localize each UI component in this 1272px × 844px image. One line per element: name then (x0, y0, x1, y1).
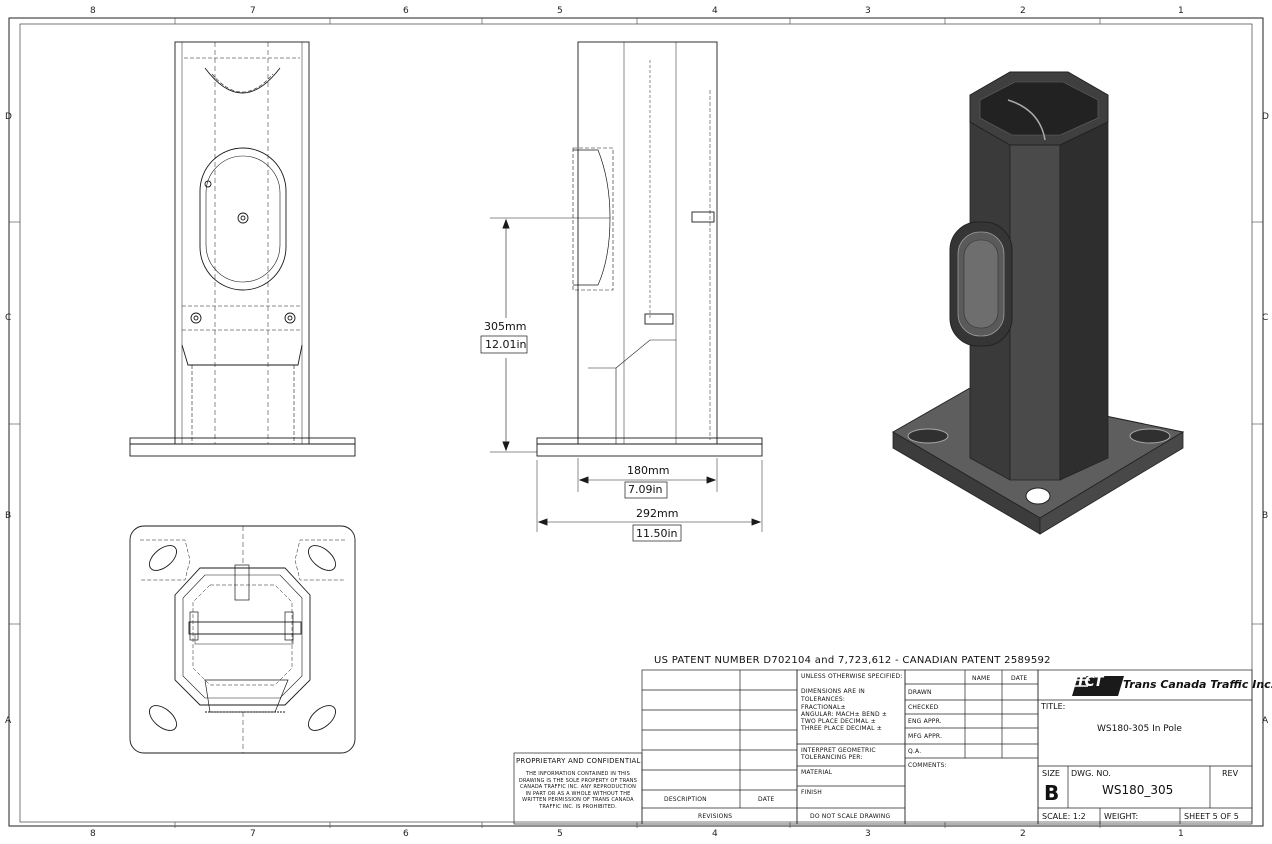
sheet-size: B (1044, 781, 1060, 805)
scale-value: SCALE: 1:2 (1042, 812, 1086, 821)
patent-line: US PATENT NUMBER D702104 and 7,723,612 -… (654, 655, 1051, 666)
company-logo-text: TCT (1076, 674, 1103, 690)
drawing-title: WS180-305 In Pole (1097, 724, 1182, 734)
zone-row-right-b: B (1262, 511, 1269, 521)
top-view (129, 525, 356, 754)
spec-two-place: TWO PLACE DECIMAL ± (801, 718, 876, 725)
zone-row-right-d: D (1262, 112, 1269, 122)
zone-col-bottom-1: 1 (1178, 829, 1184, 839)
rev-label: REV (1222, 769, 1239, 778)
size-label: SIZE (1042, 769, 1060, 778)
spec-angular: ANGULAR: MACH± BEND ± (801, 711, 888, 718)
spec-tolerances: TOLERANCES: (801, 696, 846, 703)
spec-fractional: FRACTIONAL± (801, 704, 846, 711)
approval-drawn: DRAWN (908, 689, 932, 696)
zone-col-top-7: 7 (250, 6, 256, 16)
zone-col-top-2: 2 (1020, 6, 1026, 16)
zone-col-top-6: 6 (403, 6, 409, 16)
spec-unless: UNLESS OTHERWISE SPECIFIED: (801, 673, 903, 680)
zone-ticks (9, 18, 1263, 828)
dim-base-mm: 292mm (636, 507, 679, 520)
zone-col-bottom-6: 6 (403, 829, 409, 839)
proprietary-body: THE INFORMATION CONTAINED IN THIS DRAWIN… (518, 771, 638, 810)
zone-col-top-4: 4 (712, 6, 718, 16)
approval-mfg: MFG APPR. (908, 733, 943, 740)
title-block-grid (513, 669, 1253, 825)
spec-three-place: THREE PLACE DECIMAL ± (801, 725, 882, 732)
dim-base-in: 11.50in (636, 527, 678, 540)
zone-col-bottom-2: 2 (1020, 829, 1026, 839)
side-view (480, 41, 763, 542)
approval-qa: Q.A. (908, 748, 922, 755)
isometric-view (892, 71, 1185, 535)
spec-dimensions: DIMENSIONS ARE IN (801, 688, 865, 695)
approval-eng: ENG APPR. (908, 718, 942, 725)
spec-finish: FINISH (801, 789, 822, 796)
zone-row-right-a: A (1262, 716, 1269, 726)
zone-col-bottom-7: 7 (250, 829, 256, 839)
zone-row-right-c: C (1262, 313, 1269, 323)
zone-row-left-b: B (5, 511, 12, 521)
zone-col-bottom-8: 8 (90, 829, 96, 839)
proprietary-heading: PROPRIETARY AND CONFIDENTIAL (516, 757, 641, 765)
spec-material: MATERIAL (801, 769, 833, 776)
company-logo-shape (1066, 676, 1124, 696)
zone-col-top-5: 5 (557, 6, 563, 16)
zone-col-bottom-3: 3 (865, 829, 871, 839)
spec-tolerancing: TOLERANCING PER: (801, 754, 863, 761)
zone-col-top-1: 1 (1178, 6, 1184, 16)
dim-width-mm: 180mm (627, 464, 670, 477)
sheet-number: SHEET 5 OF 5 (1184, 812, 1239, 821)
revision-date-label: DATE (758, 796, 775, 803)
zone-col-top-3: 3 (865, 6, 871, 16)
dim-width-in: 7.09in (628, 483, 663, 496)
revision-description-label: DESCRIPTION (664, 796, 707, 803)
spec-no-scale: DO NOT SCALE DRAWING (810, 813, 891, 820)
front-view (129, 41, 356, 457)
weight-label: WEIGHT: (1104, 812, 1139, 821)
company-name: Trans Canada Traffic Inc. (1123, 678, 1272, 691)
zone-row-left-a: A (5, 716, 12, 726)
zone-row-left-c: C (5, 313, 12, 323)
approval-checked: CHECKED (908, 704, 939, 711)
zone-row-left-d: D (5, 112, 12, 122)
spec-interpret: INTERPRET GEOMETRIC (801, 747, 876, 754)
dim-height-in: 12.01in (485, 338, 527, 351)
dim-height-mm: 305mm (484, 320, 527, 333)
approval-name-header: NAME (972, 675, 991, 682)
zone-col-top-8: 8 (90, 6, 96, 16)
title-label: TITLE: (1041, 702, 1066, 711)
sheet-border (8, 17, 1264, 827)
approval-date-header: DATE (1011, 675, 1028, 682)
dwg-no-label: DWG. NO. (1071, 769, 1111, 778)
zone-col-bottom-5: 5 (557, 829, 563, 839)
dwg-number: WS180_305 (1102, 783, 1174, 797)
revisions-label: REVISIONS (698, 813, 733, 820)
approval-comments: COMMENTS: (908, 762, 947, 769)
zone-col-bottom-4: 4 (712, 829, 718, 839)
